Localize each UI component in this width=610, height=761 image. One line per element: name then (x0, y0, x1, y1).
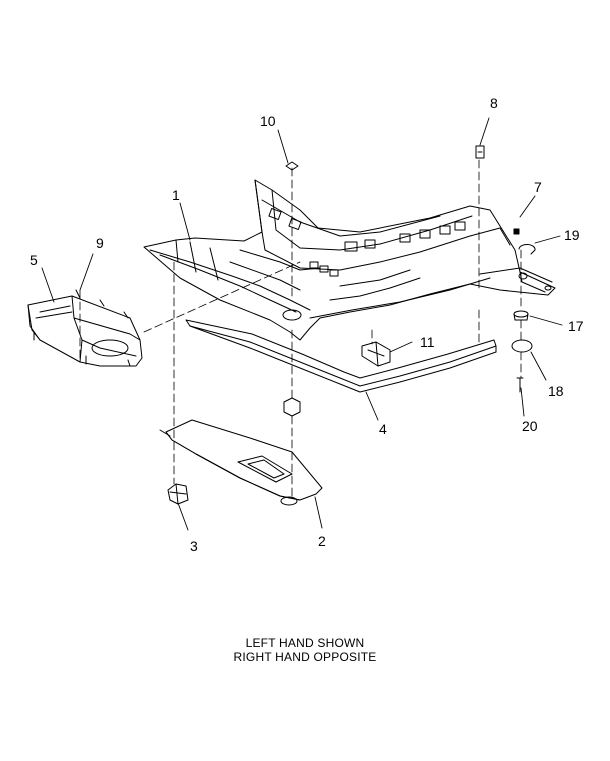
alignment-lines (79, 159, 522, 499)
callout-11: 11 (420, 334, 435, 350)
callout-4: 4 (379, 421, 387, 437)
part-8-bolt (475, 145, 485, 159)
callout-10: 10 (260, 113, 276, 129)
caption-right-hand-opposite: RIGHT HAND OPPOSITE (233, 650, 377, 664)
part-7-nut (513, 228, 520, 235)
callout-9: 9 (96, 235, 104, 251)
leader-lines (41, 117, 563, 531)
part-4-trim-strip (185, 319, 497, 393)
callout-3: 3 (190, 538, 198, 554)
callout-8: 8 (490, 95, 498, 111)
part-17-grommet (513, 310, 529, 321)
part-19-clip-ring (518, 243, 536, 255)
callout-1: 1 (172, 187, 180, 203)
part-5-side-bin (27, 289, 143, 367)
part-3-clip (167, 483, 189, 505)
caption-left-hand-shown: LEFT HAND SHOWN (245, 636, 365, 650)
callout-19: 19 (564, 227, 580, 243)
callout-18: 18 (548, 383, 564, 399)
callout-2: 2 (318, 533, 326, 549)
callout-20: 20 (522, 418, 538, 434)
part-18-washer (511, 339, 533, 353)
callout-17: 17 (568, 318, 584, 334)
part-2-lower-tray (159, 419, 323, 506)
part-11-bracket (361, 341, 391, 367)
callout-5: 5 (30, 252, 38, 268)
part-20-screw (516, 377, 524, 393)
part-1-upper-panel (143, 179, 556, 341)
callout-7: 7 (534, 179, 542, 195)
